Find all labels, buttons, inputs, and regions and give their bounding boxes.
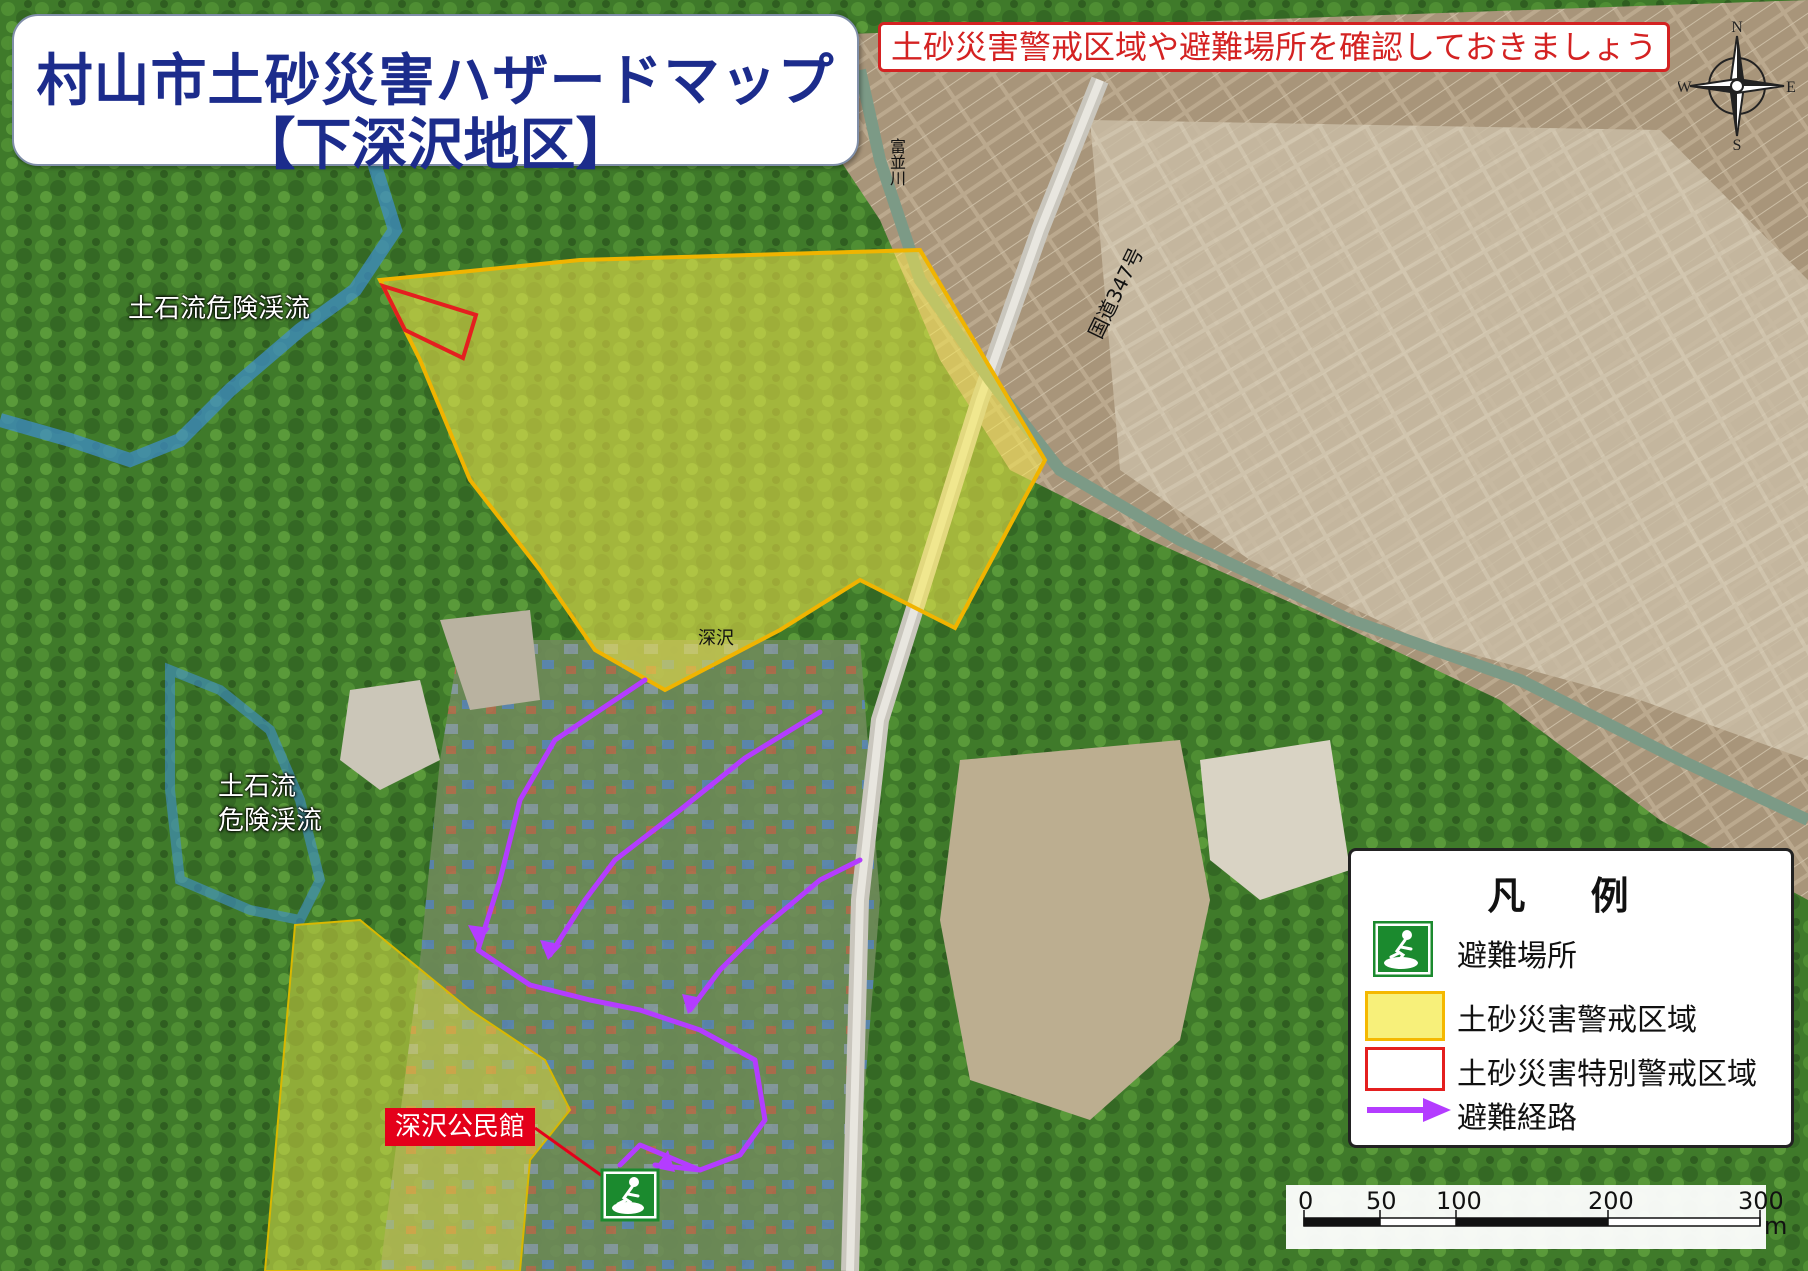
legend-label-evacuation-route: 避難経路 <box>1457 1101 1577 1136</box>
river-label: 富並川 <box>887 138 906 186</box>
legend-evacuation-site-icon <box>1373 921 1433 977</box>
evacuation-site-label: 深沢公民館 <box>385 1108 535 1146</box>
page-title: 村山市土砂災害ハザードマップ <box>36 49 835 114</box>
scale-tick-200: 200 <box>1588 1187 1634 1215</box>
legend-label-warning-zone: 土砂災害警戒区域 <box>1457 1003 1697 1038</box>
debris-stream-label-2b: 危険渓流 <box>218 806 323 836</box>
legend-swatch-warning-zone <box>1365 991 1445 1041</box>
legend-swatch-special-warning-zone <box>1365 1047 1445 1091</box>
scale-unit: m <box>1764 1212 1788 1240</box>
legend-label-evacuation-site: 避難場所 <box>1457 939 1577 974</box>
special-warning-zone <box>379 282 479 361</box>
compass-w: W <box>1678 79 1692 96</box>
evacuation-site-icon <box>600 1168 660 1222</box>
warning-zone-north <box>376 247 1048 693</box>
warning-zone-southwest <box>263 918 572 1271</box>
scale-tick-50: 50 <box>1366 1187 1397 1215</box>
evacuation-routes <box>475 677 863 1173</box>
scale-tick-100: 100 <box>1436 1187 1482 1215</box>
area-name-label: 深沢 <box>698 628 734 649</box>
legend-route-arrow <box>1367 1098 1451 1122</box>
scale-tick-0: 0 <box>1298 1187 1314 1215</box>
scale-bar <box>1286 1185 1766 1249</box>
page-subtitle: 【下深沢地区】 <box>239 113 632 178</box>
compass-icon: N S E W <box>1678 19 1796 150</box>
compass-e: E <box>1786 79 1796 96</box>
legend: 凡 例 避難場所 土砂災害警戒区域 土砂災害特別警戒区域 避難経路 <box>1348 848 1794 1148</box>
legend-title: 凡 例 <box>1487 874 1655 918</box>
compass-s: S <box>1733 137 1742 150</box>
compass-n: N <box>1731 19 1743 36</box>
title-box: 村山市土砂災害ハザードマップ 【下深沢地区】 <box>12 14 859 178</box>
scale-tick-300: 300 <box>1738 1187 1784 1215</box>
debris-stream-label-2a: 土石流 <box>218 772 297 802</box>
notice-banner: 土砂災害警戒区域や避難場所を確認しておきましょう <box>878 22 1670 72</box>
evacuation-route-arrows <box>468 925 702 1172</box>
debris-stream-label-1: 土石流危険渓流 <box>128 294 311 324</box>
legend-label-special-warning-zone: 土砂災害特別警戒区域 <box>1457 1057 1757 1092</box>
